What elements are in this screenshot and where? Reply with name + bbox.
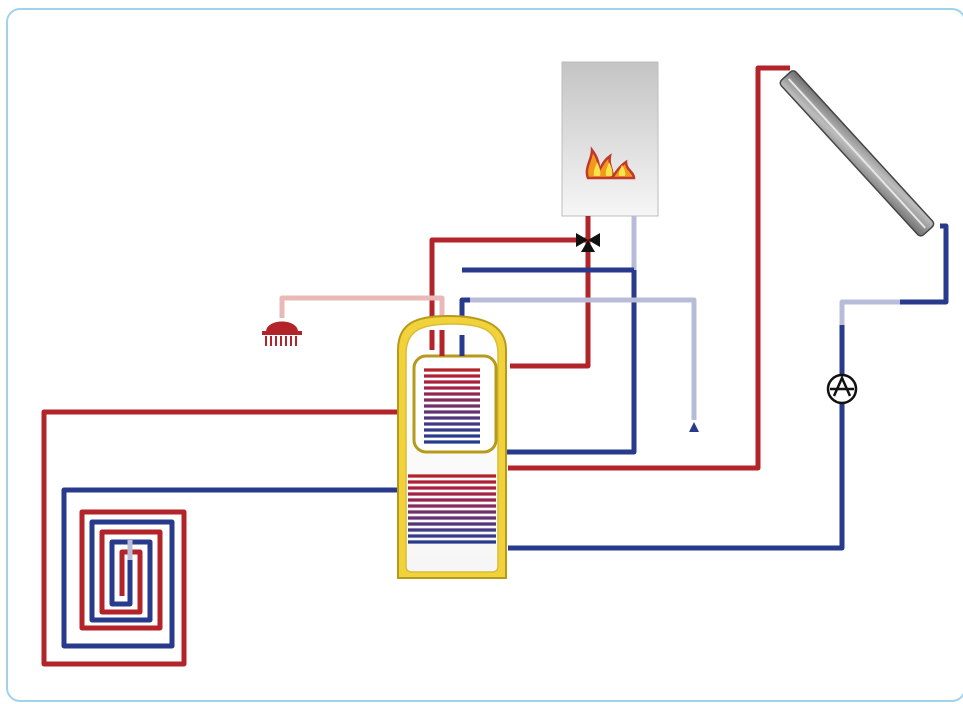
- solar-return-pipe-light: [839, 299, 900, 325]
- upper-heat-exchanger-coil: [424, 368, 480, 444]
- boiler-flow-pipe: [510, 216, 591, 369]
- solar-flow-pipe: [508, 65, 790, 471]
- upper-heat-exchanger-housing: [412, 354, 498, 454]
- hot-water-outlet: [689, 422, 699, 432]
- solar-heat-exchanger-coil: [408, 474, 496, 544]
- underfloor-return-pipe: [61, 487, 398, 649]
- cold-water-pipe-light: [470, 297, 697, 420]
- storage-tank: [397, 314, 507, 579]
- underfloor-flow-pipe: [41, 409, 398, 667]
- boiler-return-pipe: [500, 270, 637, 455]
- shower-head: [262, 321, 302, 346]
- flame-icon: [585, 146, 636, 180]
- hot-water-pipe-light: [279, 295, 445, 330]
- underfloor-heating-loop: [41, 409, 398, 667]
- boiler: [561, 61, 659, 217]
- solar-circuit: [508, 65, 949, 551]
- solar-return-pipe-upper: [900, 223, 949, 305]
- solar-collector: [779, 70, 935, 237]
- three-way-valve: [576, 233, 600, 252]
- solar-return-pipe-lower: [508, 325, 845, 551]
- circulation-pump: [826, 373, 858, 405]
